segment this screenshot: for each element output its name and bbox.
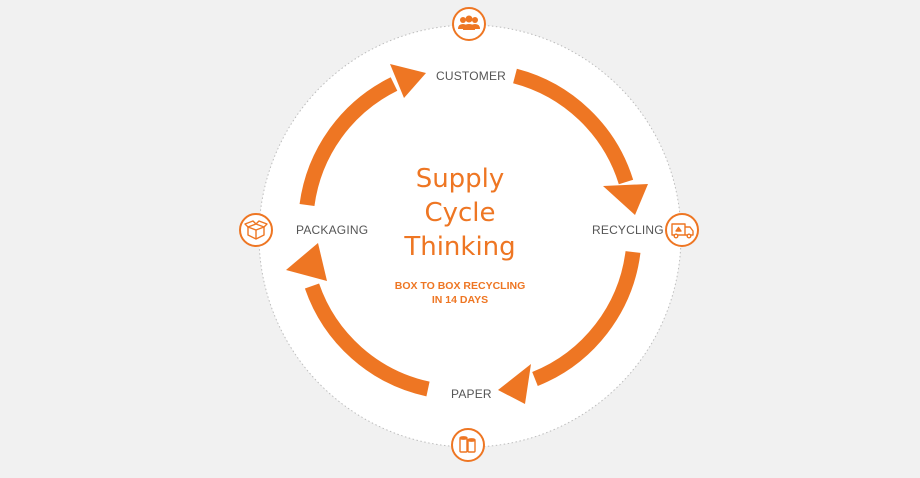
stage-label-paper: PAPER <box>451 387 492 401</box>
paper-rolls-icon <box>451 428 485 462</box>
subtitle-line-2: IN 14 DAYS <box>431 294 489 306</box>
stage-label-recycling: RECYCLING <box>592 223 664 237</box>
open-box-icon <box>239 213 273 247</box>
title-line-3: Thinking <box>404 232 516 262</box>
arrow-recycling-to-paper <box>498 250 641 404</box>
title-line-2: Cycle <box>424 198 496 228</box>
recycling-truck-icon <box>665 213 699 247</box>
stage-label-customer: CUSTOMER <box>436 69 507 83</box>
diagram-subtitle: BOX TO BOX RECYCLING IN 14 DAYS <box>360 279 560 307</box>
title-line-1: Supply <box>415 164 505 194</box>
arrow-customer-to-recycling <box>513 68 648 215</box>
arrow-paper-to-packaging <box>286 243 430 397</box>
arrow-packaging-to-customer <box>299 64 426 207</box>
subtitle-line-1: BOX TO BOX RECYCLING <box>394 280 526 292</box>
people-icon <box>452 7 486 41</box>
diagram-title: Supply Cycle Thinking <box>360 162 560 264</box>
stage-label-packaging: PACKAGING <box>296 223 369 237</box>
